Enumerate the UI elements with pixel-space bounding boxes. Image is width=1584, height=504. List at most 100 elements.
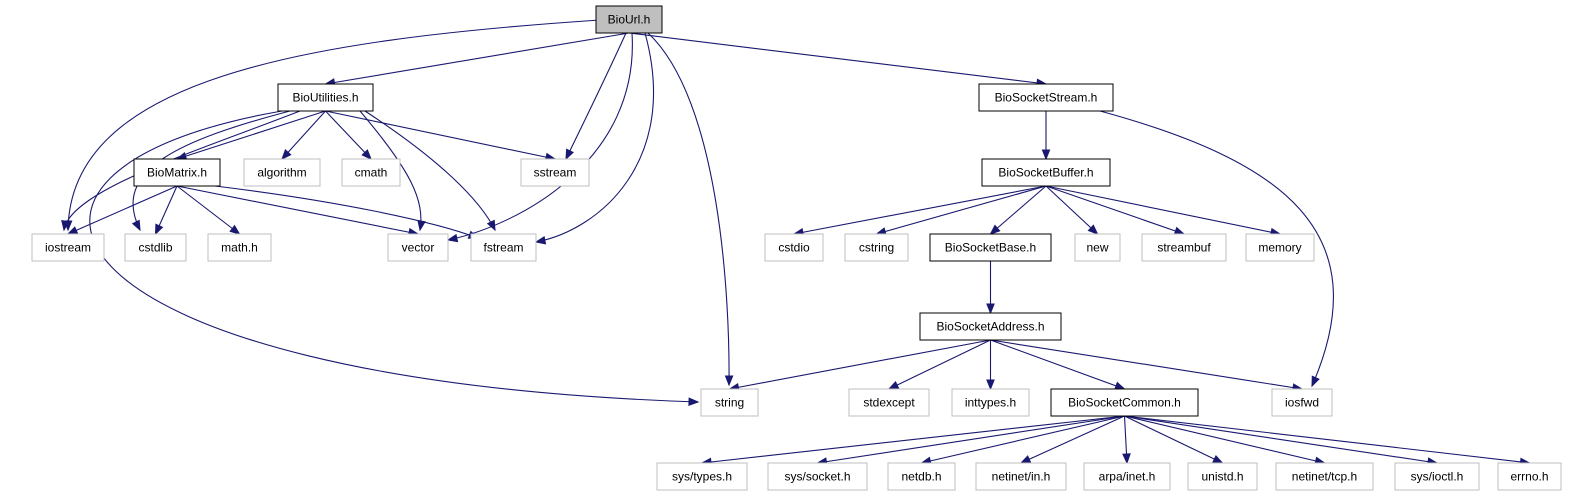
edge-BioSocketBuffer-to-memory bbox=[1045, 185, 1282, 237]
arrow-head bbox=[1212, 454, 1224, 464]
node-label: BioSocketBuffer.h bbox=[998, 166, 1093, 180]
node-biosocketbuffer[interactable]: BioSocketBuffer.h bbox=[981, 158, 1111, 187]
node-label: unistd.h bbox=[1201, 470, 1243, 484]
node-label: streambuf bbox=[1157, 241, 1211, 255]
node-sstream: sstream bbox=[520, 158, 590, 187]
edge-line bbox=[876, 185, 1047, 235]
node-box bbox=[975, 462, 1067, 491]
edge-BioUtilities-to-fstream bbox=[364, 110, 496, 232]
node-box bbox=[1394, 462, 1480, 491]
edge-BioSocketCommon-to-netinet_tcp_h bbox=[1124, 415, 1326, 466]
node-inttypes-h: inttypes.h bbox=[951, 388, 1030, 417]
node-box bbox=[764, 233, 824, 262]
edge-line bbox=[628, 32, 1047, 85]
edge-line bbox=[67, 185, 178, 235]
edge-BioSocketCommon-to-sys_socket_h bbox=[816, 415, 1125, 466]
edge-line bbox=[647, 32, 730, 386]
edge-line bbox=[565, 32, 627, 160]
arrow-head bbox=[281, 149, 292, 160]
edge-line bbox=[1124, 415, 1325, 464]
node-label: algorithm bbox=[257, 166, 306, 180]
edge-line bbox=[176, 185, 240, 235]
arrow-head bbox=[1173, 226, 1186, 235]
node-label: cmath bbox=[355, 166, 388, 180]
edge-BioSocketCommon-to-arpa_inet_h bbox=[1122, 415, 1131, 465]
arrow-head bbox=[1122, 453, 1131, 465]
node-box bbox=[31, 233, 105, 262]
node-arpa-inet-h: arpa/inet.h bbox=[1083, 462, 1171, 491]
edge-BioMatrix-to-fstream bbox=[214, 185, 480, 239]
edge-line bbox=[1124, 415, 1223, 464]
edge-line bbox=[1124, 415, 1438, 464]
node-biosocketstream[interactable]: BioSocketStream.h bbox=[978, 83, 1114, 112]
node-unistd-h: unistd.h bbox=[1187, 462, 1258, 491]
node-label: netdb.h bbox=[901, 470, 941, 484]
edge-BioSocketCommon-to-netinet_in_h bbox=[1019, 415, 1125, 464]
node-bioutilities[interactable]: BioUtilities.h bbox=[277, 83, 374, 112]
node-memory: memory bbox=[1245, 233, 1315, 262]
node-box bbox=[844, 233, 909, 262]
node-box bbox=[1187, 462, 1258, 491]
arrow-head bbox=[688, 397, 700, 407]
node-label: sys/ioctl.h bbox=[1411, 470, 1464, 484]
node-label: BioSocketBase.h bbox=[945, 241, 1036, 255]
node-sys-types-h: sys/types.h bbox=[656, 462, 748, 491]
node-netinet-in-h: netinet/in.h bbox=[975, 462, 1067, 491]
node-streambuf: streambuf bbox=[1141, 233, 1227, 262]
edge-line bbox=[359, 110, 422, 231]
edge-BioSocketCommon-to-errno_h bbox=[1124, 415, 1531, 467]
arrow-head bbox=[61, 219, 70, 232]
node-box bbox=[1083, 462, 1171, 491]
node-box bbox=[767, 462, 868, 491]
edge-BioUrl-to-fstream bbox=[534, 32, 655, 245]
edge-BioSocketBuffer-to-cstdio bbox=[792, 185, 1047, 237]
node-box bbox=[470, 233, 537, 262]
edge-line bbox=[701, 415, 1125, 464]
node-box bbox=[520, 158, 590, 187]
node-label: string bbox=[715, 396, 744, 410]
arrow-head bbox=[131, 219, 141, 232]
node-biosocketcommon[interactable]: BioSocketCommon.h bbox=[1050, 388, 1199, 417]
node-netinet-tcp-h: netinet/tcp.h bbox=[1275, 462, 1374, 491]
edge-BioSocketAddress-to-iosfwd bbox=[990, 339, 1304, 392]
edge-line bbox=[921, 415, 1125, 464]
node-biourl[interactable]: BioUrl.h bbox=[595, 5, 663, 34]
edge-line bbox=[176, 110, 326, 160]
edge-BioSocketBuffer-to-BioSocketBase bbox=[989, 185, 1047, 235]
node-biosocketbase[interactable]: BioSocketBase.h bbox=[929, 233, 1052, 262]
arrow-head bbox=[361, 149, 372, 160]
edge-BioUrl-to-BioUtilities bbox=[324, 32, 630, 87]
edge-line bbox=[214, 185, 479, 239]
node-biosocketaddress[interactable]: BioSocketAddress.h bbox=[919, 312, 1062, 341]
edge-BioUrl-to-sstream bbox=[565, 32, 627, 161]
edge-BioSocketBase-to-BioSocketAddress bbox=[986, 261, 995, 315]
edge-line bbox=[1124, 415, 1530, 464]
node-label: BioUtilities.h bbox=[292, 91, 358, 105]
node-box bbox=[341, 158, 401, 187]
node-label: inttypes.h bbox=[965, 396, 1016, 410]
node-label: BioSocketCommon.h bbox=[1068, 396, 1181, 410]
edge-line bbox=[67, 19, 601, 231]
node-box bbox=[656, 462, 748, 491]
node-label: vector bbox=[402, 241, 435, 255]
node-string: string bbox=[700, 388, 759, 417]
arrow-head bbox=[986, 379, 995, 391]
edge-line bbox=[817, 415, 1125, 464]
node-box bbox=[848, 388, 930, 417]
node-errno-h: errno.h bbox=[1497, 462, 1562, 491]
node-biomatrix[interactable]: BioMatrix.h bbox=[133, 158, 221, 187]
node-box bbox=[124, 233, 187, 262]
node-new: new bbox=[1074, 233, 1121, 262]
edge-line bbox=[1045, 185, 1281, 235]
node-sys-socket-h: sys/socket.h bbox=[767, 462, 868, 491]
edge-BioUrl-to-vector bbox=[446, 32, 633, 243]
node-sys-ioctl-h: sys/ioctl.h bbox=[1394, 462, 1480, 491]
edge-BioSocketStream-to-BioSocketBuffer bbox=[1041, 111, 1051, 161]
node-cstdio: cstdio bbox=[764, 233, 824, 262]
node-box bbox=[243, 158, 321, 187]
edge-BioSocketAddress-to-stdexcept bbox=[887, 339, 991, 390]
edge-BioSocketBuffer-to-cstring bbox=[875, 185, 1047, 236]
edge-line bbox=[1045, 185, 1185, 235]
